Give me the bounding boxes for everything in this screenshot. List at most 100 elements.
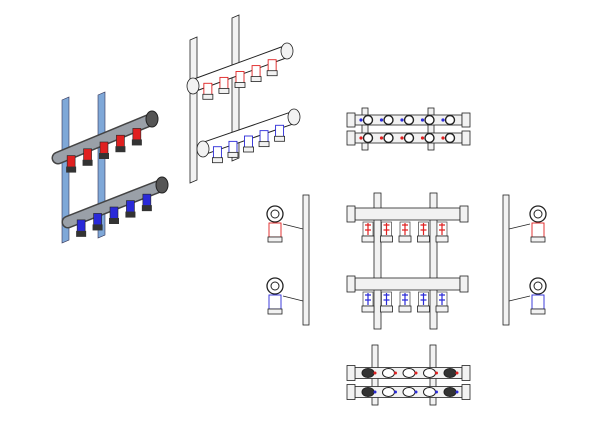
end-fitting bbox=[461, 384, 471, 400]
bore bbox=[270, 209, 280, 219]
bracket bbox=[231, 14, 240, 162]
vent-marker bbox=[379, 118, 384, 122]
bracket-arm bbox=[282, 295, 304, 302]
valve-nut bbox=[258, 141, 270, 148]
valve bbox=[109, 206, 119, 220]
valve-marking bbox=[420, 293, 427, 305]
valve-nut bbox=[398, 235, 412, 243]
vent-marker bbox=[373, 390, 377, 394]
valve-marking bbox=[383, 293, 390, 305]
vent-marker bbox=[359, 136, 363, 140]
vent-marker bbox=[420, 136, 425, 140]
valve-nut bbox=[82, 159, 93, 166]
valve-nut bbox=[361, 305, 375, 313]
bore bbox=[270, 281, 280, 291]
valve-nut bbox=[267, 236, 283, 243]
valve-marking bbox=[402, 223, 408, 235]
end-fitting bbox=[346, 205, 356, 223]
valve-nut bbox=[234, 82, 246, 88]
outlet-port bbox=[424, 132, 435, 144]
valve-nut bbox=[66, 166, 77, 173]
outlet-port bbox=[383, 114, 394, 126]
end-cap bbox=[155, 176, 169, 194]
valve-marking bbox=[402, 293, 408, 305]
vent-marker bbox=[435, 390, 438, 394]
manifold-bar-body bbox=[199, 112, 298, 154]
vent-marker bbox=[441, 136, 445, 140]
bracket bbox=[427, 107, 435, 151]
valve bbox=[228, 140, 238, 154]
outlet-port bbox=[444, 114, 456, 126]
valve-nut bbox=[417, 235, 430, 243]
valve-body bbox=[531, 222, 545, 238]
valve bbox=[244, 135, 253, 149]
valve bbox=[219, 76, 229, 90]
valve-nut bbox=[202, 93, 214, 100]
valve bbox=[235, 71, 245, 84]
isometric-shaded-view bbox=[51, 91, 169, 244]
valve bbox=[132, 128, 142, 141]
vent-marker bbox=[394, 371, 397, 375]
bracket-arm bbox=[282, 223, 304, 230]
valve-nut bbox=[266, 70, 278, 77]
bracket-arm bbox=[508, 295, 531, 302]
isometric-line-view bbox=[186, 14, 301, 184]
valve-marking bbox=[439, 223, 445, 235]
valve-nut bbox=[99, 153, 109, 159]
vent-marker bbox=[420, 118, 425, 122]
valve-nut bbox=[227, 151, 239, 158]
vent-marker bbox=[441, 118, 445, 122]
vent-marker bbox=[414, 390, 418, 394]
end-fitting bbox=[346, 384, 356, 400]
bracket bbox=[302, 194, 310, 326]
valve-nut bbox=[76, 230, 87, 237]
outlet-port bbox=[361, 387, 375, 397]
bore bbox=[533, 281, 543, 291]
outlet-port bbox=[444, 132, 456, 144]
valve-marking bbox=[365, 293, 371, 305]
valve-nut bbox=[218, 87, 230, 94]
end-fitting bbox=[346, 130, 356, 146]
outlet-port bbox=[403, 114, 415, 126]
valve bbox=[126, 200, 135, 213]
valve-nut bbox=[212, 157, 223, 164]
valve-body bbox=[531, 294, 545, 310]
valve bbox=[267, 59, 277, 73]
valve-nut bbox=[92, 224, 103, 231]
bracket bbox=[373, 192, 382, 330]
valve-nut bbox=[361, 235, 375, 243]
right-side-view bbox=[502, 194, 547, 326]
outlet-port bbox=[424, 114, 435, 126]
end-fitting bbox=[461, 112, 471, 128]
manifold-bar-body bbox=[53, 115, 155, 163]
valve bbox=[76, 219, 86, 233]
end-fitting bbox=[346, 112, 356, 128]
outlet-port bbox=[362, 114, 374, 126]
end-fitting bbox=[459, 205, 469, 223]
vent-marker bbox=[455, 371, 459, 375]
valve bbox=[93, 213, 102, 226]
top-view bbox=[346, 107, 471, 151]
vent-marker bbox=[373, 371, 377, 375]
vent-marker bbox=[394, 390, 397, 394]
valve bbox=[83, 148, 92, 162]
manifold-bar bbox=[354, 207, 461, 221]
valve-nut bbox=[243, 146, 254, 153]
vent-marker bbox=[414, 371, 418, 375]
end-cap bbox=[196, 140, 210, 158]
end-fitting bbox=[461, 130, 471, 146]
outlet-port bbox=[423, 368, 436, 378]
valve-marking bbox=[420, 223, 427, 235]
end-fitting bbox=[346, 275, 356, 293]
bracket bbox=[502, 194, 510, 326]
end-cap bbox=[287, 108, 301, 126]
end-fitting bbox=[459, 275, 469, 293]
valve bbox=[142, 193, 152, 207]
end-cap bbox=[145, 110, 159, 128]
left-side-view bbox=[266, 194, 310, 326]
outlet-port bbox=[362, 132, 374, 144]
bracket-arm bbox=[508, 223, 531, 230]
bracket bbox=[361, 107, 369, 151]
valve-nut bbox=[141, 205, 152, 212]
valve bbox=[275, 124, 285, 138]
